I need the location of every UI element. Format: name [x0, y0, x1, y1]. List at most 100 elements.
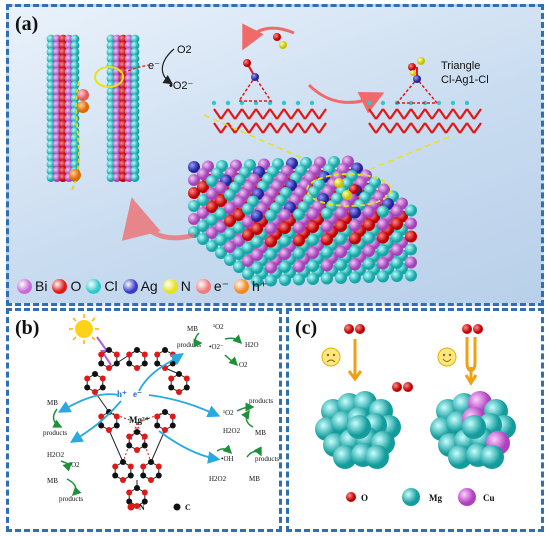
slab-bond	[241, 108, 250, 120]
coordination-bond	[136, 422, 152, 463]
slab-bond	[311, 122, 320, 134]
carbon-atom	[169, 422, 176, 429]
slab-atom	[279, 235, 291, 247]
nitrogen-atom	[84, 375, 91, 382]
slab-atom	[349, 271, 361, 284]
slab-atom	[335, 220, 347, 232]
legend-cu-label: Cu	[483, 493, 495, 503]
slab-atom	[405, 217, 417, 230]
slab-atom	[265, 274, 277, 287]
slab-atom	[279, 274, 291, 286]
slab-bond	[262, 122, 271, 134]
slab-atom	[188, 174, 200, 186]
slab-atom	[233, 235, 245, 247]
slab-bond	[466, 108, 475, 120]
layer-atom	[130, 54, 140, 64]
nitrogen-atom	[106, 365, 112, 371]
slab-bond	[389, 108, 398, 120]
holes-label: h⁺	[117, 389, 127, 399]
slab-atom	[265, 235, 277, 248]
panel-c-label: (c)	[295, 317, 318, 339]
nitrogen-atom	[141, 433, 148, 440]
slab-atom	[307, 234, 319, 246]
carbon-atom	[98, 360, 105, 367]
h2o-top: H2O	[245, 341, 259, 349]
slab-bond	[234, 122, 243, 134]
slab-bond	[269, 122, 278, 134]
legend-dot-1	[52, 278, 68, 294]
slab-bond	[466, 122, 475, 134]
coordination-bond	[136, 411, 166, 424]
panel-a-label: (a)	[15, 13, 39, 35]
superoxide-label: •O2⁻	[169, 80, 194, 92]
h2o2-right-lower: H2O2	[209, 475, 227, 483]
singlet-o2-left: ¹O2	[69, 461, 80, 469]
nitrogen-atom	[148, 477, 154, 483]
carbon-atom	[140, 472, 147, 479]
slab-atom	[197, 220, 209, 232]
carbon-atom	[112, 472, 119, 479]
slab-atom	[251, 262, 263, 274]
slab-atom	[233, 222, 245, 234]
carbon-atom	[126, 498, 133, 505]
slab-atom	[215, 182, 227, 194]
slab-bond	[396, 108, 405, 120]
slab-atom	[251, 210, 263, 222]
layer-atom	[70, 160, 80, 169]
nitrogen-atom	[98, 351, 105, 358]
slab-bond	[368, 122, 377, 134]
transformation-arrow	[307, 83, 385, 114]
slab-atom	[377, 231, 389, 244]
slab-atom	[321, 259, 333, 272]
layer-atom	[70, 54, 80, 64]
coordination-bond	[108, 411, 138, 424]
layer-atom	[70, 80, 80, 90]
nitrogen-atom	[134, 365, 140, 371]
panel-b: (b) h⁺ e⁻ Mg²⁺	[6, 308, 282, 532]
legend-dot-4	[162, 278, 178, 294]
carbon-atom	[176, 371, 182, 377]
surface-cl-atom	[366, 100, 372, 106]
mg-atom	[347, 415, 371, 439]
carbon-atom	[154, 360, 161, 367]
slab-atom	[307, 260, 319, 272]
mg-atom	[333, 445, 357, 469]
carbon-atom	[168, 384, 175, 391]
nitrogen-atom	[92, 389, 98, 395]
layer-atom	[130, 34, 140, 44]
hole-particle	[77, 101, 89, 113]
slab-bond	[452, 122, 461, 134]
layer-atom	[130, 94, 140, 103]
electron-label: e⁻	[148, 60, 160, 72]
slab-atom	[215, 208, 227, 220]
slab-atom	[224, 189, 236, 201]
slab-atom	[335, 272, 347, 284]
nitrogen-atom	[155, 463, 162, 470]
slab-atom	[224, 228, 236, 240]
slab-bond	[290, 108, 299, 120]
slab-atom	[349, 258, 361, 271]
slab-bond	[213, 108, 222, 120]
adsorption-arrow-c	[465, 337, 477, 372]
slab-bond	[375, 122, 384, 134]
slab-atom	[335, 246, 347, 258]
slab-bond	[424, 108, 433, 120]
layer-atom	[70, 34, 80, 44]
nitrogen-atom	[141, 489, 148, 496]
slab-atom	[265, 222, 277, 235]
slab-atom	[233, 248, 245, 260]
nitrogen-atom	[126, 433, 133, 440]
slab-atom	[215, 221, 227, 233]
slab-atom	[363, 219, 375, 231]
slab-atom	[349, 245, 361, 258]
nitrogen-atom	[342, 190, 352, 200]
legend-label-4: N	[180, 278, 191, 294]
slab-atom	[251, 236, 263, 248]
slab-atom	[307, 273, 319, 285]
slab-atom	[405, 243, 417, 256]
slab-atom	[307, 208, 319, 220]
legend-label-5: e⁻	[213, 277, 230, 294]
surface-cl-atom	[309, 100, 315, 106]
panel-b-illustration: h⁺ e⁻ Mg²⁺ MB ¹O2 products •O2⁻ H2O O2 M…	[43, 314, 279, 512]
